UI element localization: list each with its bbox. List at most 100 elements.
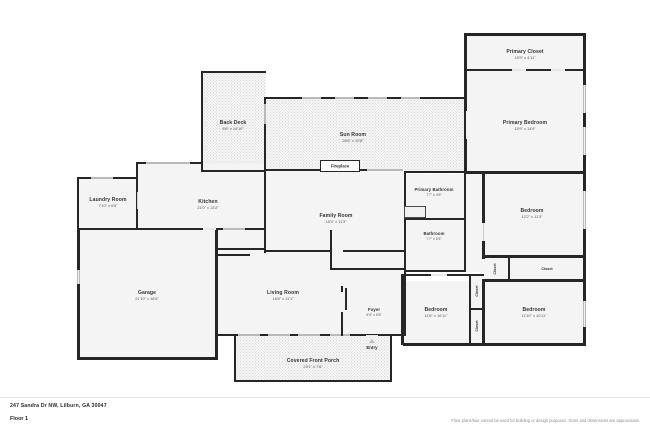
wall-bath-divider	[404, 218, 466, 221]
wall-foyer-bottom	[362, 334, 404, 337]
area-hall-right	[464, 174, 484, 272]
wall-right-ext-c	[583, 281, 586, 301]
wall-bath-bottom	[404, 270, 466, 273]
area-back-deck	[203, 73, 266, 171]
wall-fr-hall-left	[330, 251, 333, 270]
wall-garage-bottom	[77, 357, 218, 360]
wall-lr-bottom-a	[216, 334, 238, 337]
area-bedroom-bottom-right	[484, 281, 584, 344]
door-bedroom-bottom-mid[interactable]	[431, 274, 447, 277]
area-closet-mid-lower	[471, 310, 484, 344]
area-bathroom	[406, 220, 464, 272]
window-laundry	[91, 177, 113, 180]
wall-hall-stub-b	[330, 230, 333, 250]
floor-label: Floor 1	[10, 416, 28, 422]
property-address: 247 Sandra Dr NW, Lilburn, GA 30047	[10, 403, 107, 409]
wall-pb-left	[464, 71, 467, 111]
wall-fr-bottom-b	[308, 249, 332, 252]
door-garage-kitchen[interactable]	[203, 228, 216, 231]
closet-label-mid-upper: Closet	[475, 285, 479, 297]
area-living-room	[216, 230, 343, 336]
wall-lr-bottom-e	[350, 334, 362, 337]
wall-garage-top-b	[127, 228, 203, 231]
wall-deck-top	[201, 71, 266, 74]
wall-bottom-right	[403, 343, 586, 346]
wall-lr-top	[216, 248, 266, 251]
wall-kitchen-top-b	[190, 162, 203, 165]
wall-pc-left	[464, 33, 467, 71]
wall-pb-bottom-b	[486, 171, 586, 174]
wall-fr-left-b	[264, 231, 267, 253]
wall-porch-right	[389, 336, 392, 382]
wall-pb-bottom-a	[464, 171, 486, 174]
area-closet-right-b	[510, 257, 584, 281]
footer: 247 Sandra Dr NW, Lilburn, GA 30047 Floo…	[0, 397, 650, 433]
window-primary-bedroom-b	[583, 127, 586, 155]
wall-pb-right-b	[583, 113, 586, 127]
area-covered-front-porch	[236, 336, 392, 382]
door-primary-closet-b[interactable]	[551, 68, 565, 71]
wall-porch-bottom	[234, 379, 392, 382]
wall-deck-divider-c	[264, 148, 267, 172]
wall-sun-top-b	[321, 97, 335, 100]
wall-closet-row-bottom	[482, 279, 586, 282]
opening-family-sun[interactable]	[367, 169, 403, 172]
closet-label-right-a: Closet	[493, 263, 497, 275]
area-laundry-room	[79, 179, 138, 230]
area-closet-mid-upper	[471, 276, 484, 310]
wall-deck-divider-a	[264, 99, 267, 104]
window-sun-b	[335, 97, 354, 100]
wall-foyer-left-b	[341, 312, 344, 336]
wall-pc-bottom-a	[464, 68, 512, 71]
window-bedroom-bottom-right	[583, 301, 586, 327]
wall-lr-bottom-b	[260, 334, 268, 337]
wall-bm-top-b	[447, 274, 471, 277]
entry-arrow-icon	[369, 339, 375, 343]
closet-label-right-b: Closet	[541, 267, 553, 271]
wall-garage-top	[77, 228, 127, 231]
wall-fr-top-a	[264, 169, 311, 172]
area-garage	[79, 230, 216, 358]
area-bedroom-right	[484, 171, 584, 257]
wall-mid-closet-split	[469, 308, 484, 311]
door-foyer-living[interactable]	[345, 288, 347, 310]
wall-deck-divider-b	[264, 124, 267, 148]
window-living-c	[298, 334, 320, 337]
door-entry[interactable]	[366, 334, 378, 337]
wall-pc-right	[583, 33, 586, 71]
wall-sun-right	[463, 97, 467, 173]
window-living-b	[268, 334, 290, 337]
wall-lr-bottom-c	[290, 334, 298, 337]
door-kitchen-deck[interactable]	[223, 227, 245, 230]
area-hall-center	[330, 251, 406, 269]
disclaimer-text: Floor plans/tour cannot be used for buil…	[451, 418, 640, 423]
wall-foyer-right	[403, 270, 407, 336]
area-sun-room	[266, 99, 466, 171]
wall-bath-top	[404, 171, 466, 174]
door-bedroom-right[interactable]	[482, 223, 485, 241]
wall-closet-row-top	[482, 255, 586, 258]
window-living-a	[238, 334, 260, 337]
wall-sun-top-e	[420, 97, 466, 100]
wall-kitchen-bottom-b	[245, 227, 266, 230]
window-living-d	[330, 334, 350, 337]
slider-deck[interactable]	[264, 104, 267, 124]
wall-laundry-top-a	[77, 177, 91, 180]
wall-bm-top-a	[401, 274, 431, 277]
wall-lr-bottom-d	[320, 334, 330, 337]
window-sun-c	[368, 97, 387, 100]
area-closet-right-a	[484, 257, 510, 281]
door-primary-closet-a[interactable]	[512, 68, 526, 71]
wall-sun-top-d	[387, 97, 401, 100]
floorplan-canvas[interactable]: Fireplace	[0, 0, 650, 398]
window-kitchen	[146, 162, 190, 165]
wall-fr-hall-bottom	[330, 268, 406, 271]
fireplace-label: Fireplace	[330, 163, 350, 169]
entry-label: Entry	[366, 345, 378, 350]
door-laundry[interactable]	[136, 192, 139, 209]
wall-deck-bottom	[201, 170, 266, 173]
wall-br-left-c	[482, 281, 485, 345]
wall-laundry-top-b	[113, 177, 138, 180]
area-primary-bedroom	[466, 69, 584, 171]
